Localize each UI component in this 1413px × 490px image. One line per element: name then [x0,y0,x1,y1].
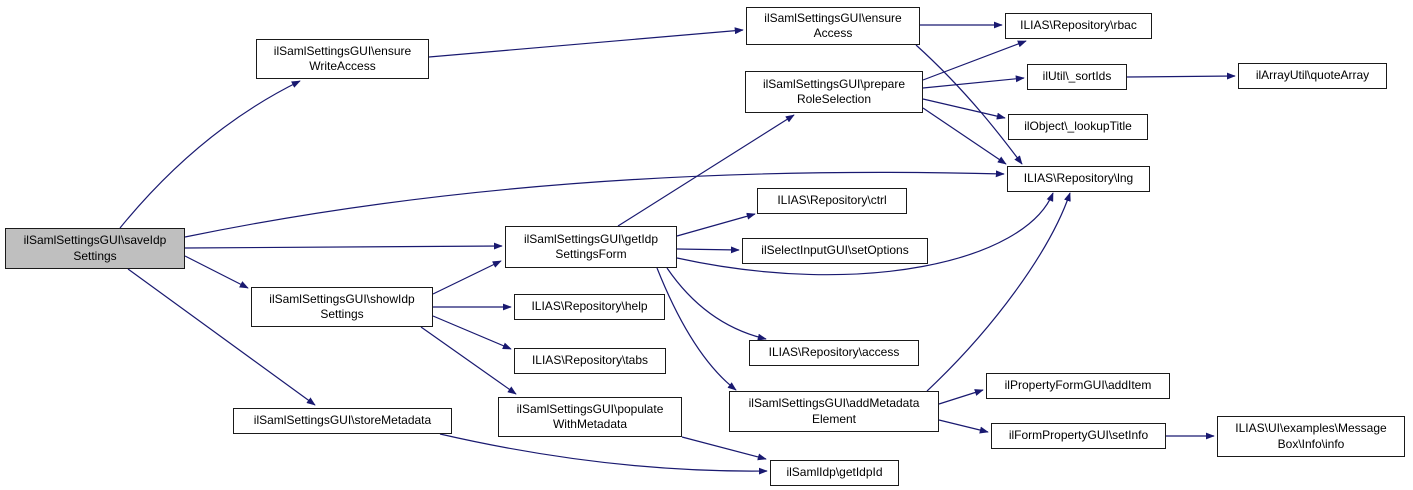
graph-node-get-idp-id[interactable]: ilSamlIdp\getIdpId [770,460,899,486]
node-label-line: Settings [73,248,117,263]
node-label-line: ILIAS\Repository\rbac [1020,18,1137,33]
graph-node-ctrl[interactable]: ILIAS\Repository\ctrl [757,188,907,214]
node-label-line: ilFormPropertyGUI\setInfo [1008,428,1149,443]
node-label-line: ilSamlSettingsGUI\ensure [764,10,902,25]
node-label-line: ilSamlSettingsGUI\addMetadata [748,396,920,411]
graph-node-quote-array[interactable]: ilArrayUtil\quoteArray [1238,63,1387,89]
edge-get-idp-settings-form--add-metadata-element [656,267,737,391]
node-label-line: WriteAccess [309,59,376,73]
graph-node-set-options[interactable]: ilSelectInputGUI\setOptions [742,238,928,264]
graph-node-add-item[interactable]: ilPropertyFormGUI\addItem [986,373,1170,399]
node-label-line: ilSamlIdp\getIdpId [786,465,883,480]
graph-node-tabs[interactable]: ILIAS\Repository\tabs [514,348,666,374]
node-label-line: ilUtil\_sortIds [1042,69,1112,84]
graph-node-rbac[interactable]: ILIAS\Repository\rbac [1005,13,1152,39]
node-label-line: ilSamlSettingsGUI\ensure [273,43,412,58]
edge-get-idp-settings-form--set-options [676,246,740,254]
node-label-line: ILIAS\Repository\lng [1023,171,1134,186]
edge-save-idp-settings--show-idp-settings [184,255,249,289]
node-label-line: Element [811,411,857,426]
edge-sort-ids--quote-array [1126,72,1236,80]
node-label-line: ilSelectInputGUI\setOptions [761,243,909,258]
node-label-line: ilSamlSettingsGUI\showIdp [269,291,415,306]
edge-populate-with-metadata--get-idp-id [681,436,767,461]
graph-node-sort-ids[interactable]: ilUtil\_sortIds [1027,64,1127,90]
edge-get-idp-settings-form--access [666,267,767,341]
edge-ensure-write-access--ensure-access [428,27,744,58]
node-label-line: ilSamlSettingsGUI\storeMetadata [253,413,432,428]
node-label-line: SettingsForm [555,247,627,261]
edge-prepare-role-selection--lookup-title [922,98,1006,120]
edge-save-idp-settings--lng [184,170,1005,238]
graph-node-help[interactable]: ILIAS\Repository\help [514,294,665,320]
graph-node-set-info[interactable]: ilFormPropertyGUI\setInfo [991,423,1166,449]
graph-node-lng[interactable]: ILIAS\Repository\lng [1007,166,1150,192]
node-label-line: ilArrayUtil\quoteArray [1255,68,1370,83]
graph-node-lookup-title[interactable]: ilObject\_lookupTitle [1008,114,1148,140]
edge-save-idp-settings--ensure-write-access [119,80,301,229]
edge-show-idp-settings--tabs [432,315,512,350]
node-label-line: ilPropertyFormGUI\addItem [1004,378,1152,393]
graph-node-access[interactable]: ILIAS\Repository\access [749,340,919,366]
edge-get-idp-settings-form--lng [676,192,1054,276]
edge-add-metadata-element--lng [926,192,1071,392]
node-label-line: RoleSelection [796,92,872,106]
edge-add-metadata-element--add-item [938,389,984,405]
node-label-line: Box\Info\info [1277,436,1345,451]
node-label-line: ilObject\_lookupTitle [1024,119,1132,134]
node-label-line: ILIAS\Repository\ctrl [777,193,887,208]
edge-store-metadata--get-idp-id [439,433,768,475]
node-label-line: Access [813,26,853,40]
edge-show-idp-settings--get-idp-settings-form [432,260,502,295]
edge-prepare-role-selection--sort-ids [922,75,1025,89]
edge-get-idp-settings-form--ctrl [676,212,756,237]
node-label-line: ilSamlSettingsGUI\populate [516,401,664,416]
edge-add-metadata-element--set-info [938,419,989,434]
edge-save-idp-settings--get-idp-settings-form [184,242,503,250]
node-label-line: ilSamlSettingsGUI\prepare [762,76,906,91]
node-label-line: ilSamlSettingsGUI\getIdp [523,231,659,246]
edge-save-idp-settings--store-metadata [127,268,316,406]
edge-prepare-role-selection--rbac [922,40,1027,81]
edge-prepare-role-selection--lng [922,107,1007,165]
node-label-line: ILIAS\Repository\access [768,345,900,360]
node-label-line: WithMetadata [552,417,628,431]
edge-get-idp-settings-form--prepare-role-selection [617,114,795,227]
node-label-line: ILIAS\UI\examples\Message [1235,421,1387,436]
edge-show-idp-settings--populate-with-metadata [420,326,517,395]
graph-node-store-metadata[interactable]: ilSamlSettingsGUI\storeMetadata [233,408,452,434]
node-label-line: ILIAS\Repository\tabs [531,353,649,368]
node-label-line: ilSamlSettingsGUI\saveIdp [23,233,167,248]
node-label-line: Settings [320,307,364,321]
node-label-line: ILIAS\Repository\help [531,299,648,314]
